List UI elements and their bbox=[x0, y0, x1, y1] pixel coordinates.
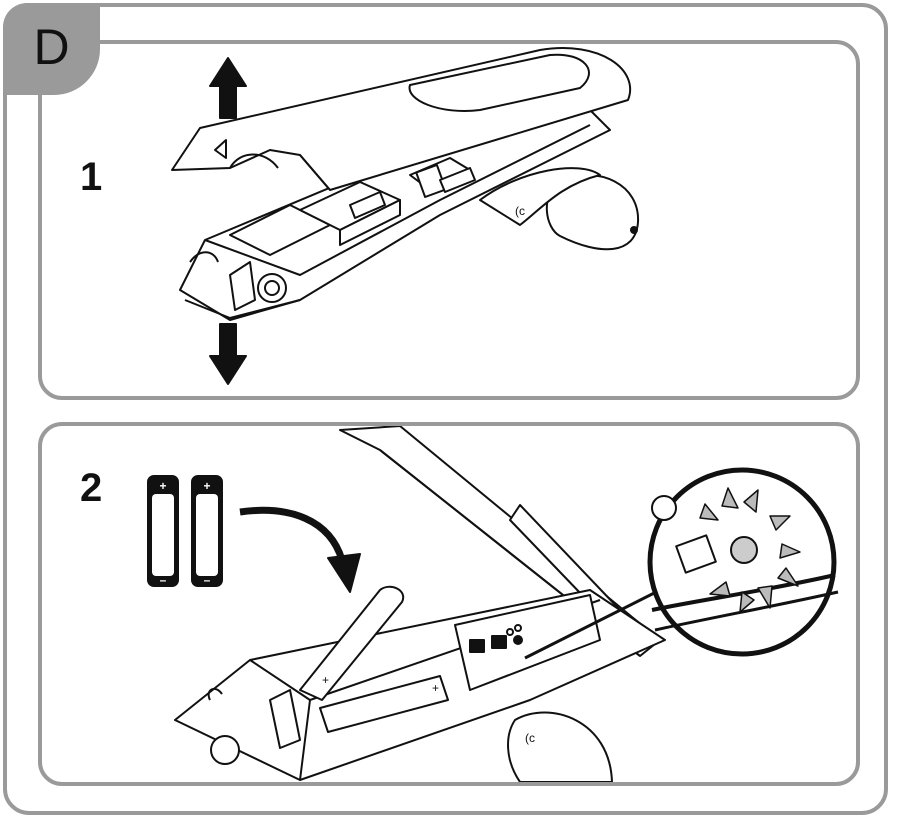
svg-text:+: + bbox=[322, 673, 329, 687]
speaker-bulb bbox=[545, 174, 640, 251]
arrow-up-icon bbox=[209, 57, 247, 119]
section-tab: D bbox=[3, 3, 100, 95]
step-2-number: 2 bbox=[80, 466, 103, 510]
battery-icon: + – bbox=[147, 475, 179, 587]
falling-battery bbox=[299, 585, 405, 701]
outer-frame bbox=[3, 3, 888, 815]
led-blink-icon bbox=[699, 487, 801, 613]
curved-arrow-icon bbox=[239, 506, 346, 562]
svg-text:–: – bbox=[160, 573, 167, 587]
step-1-number: 1 bbox=[80, 155, 103, 199]
svg-text:+: + bbox=[203, 479, 210, 493]
svg-text:+: + bbox=[432, 681, 439, 695]
svg-text:+: + bbox=[159, 479, 166, 493]
svg-text:–: – bbox=[204, 573, 211, 587]
inserted-battery bbox=[319, 675, 449, 733]
battery-icon: + – bbox=[191, 475, 223, 587]
section-letter: D bbox=[33, 19, 70, 75]
arrow-down-icon bbox=[209, 323, 247, 385]
svg-text:(c: (c bbox=[525, 731, 535, 745]
svg-text:(c: (c bbox=[515, 204, 525, 218]
led-zoom bbox=[647, 467, 839, 657]
